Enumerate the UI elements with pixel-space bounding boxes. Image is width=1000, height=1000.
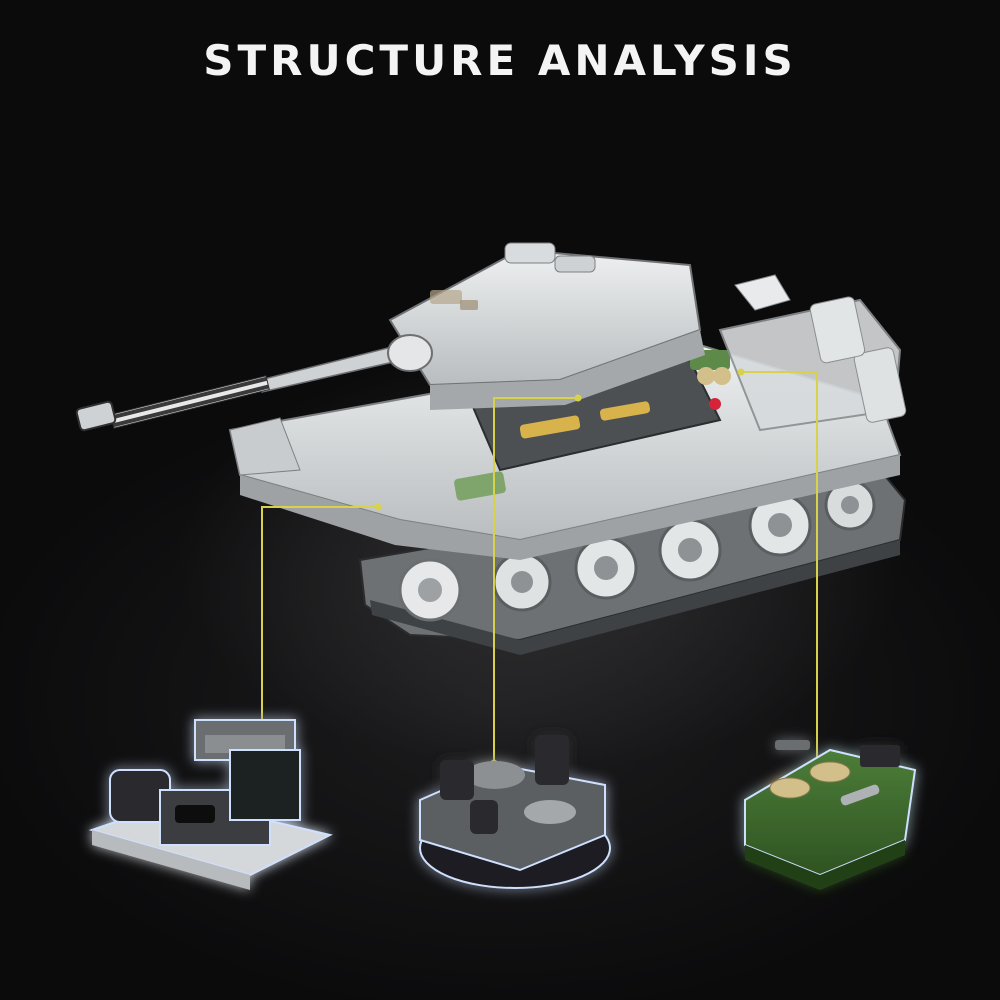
rear-assembly (809, 296, 907, 423)
road-wheels (398, 479, 876, 622)
turret (388, 242, 705, 410)
tank-model (75, 242, 907, 655)
gun-barrel (75, 334, 433, 432)
engine-block-icon (88, 719, 333, 890)
page-title: STRUCTURE ANALYSIS (203, 36, 797, 85)
radiator-block-icon (744, 740, 917, 890)
turret-ring-icon (419, 735, 611, 889)
